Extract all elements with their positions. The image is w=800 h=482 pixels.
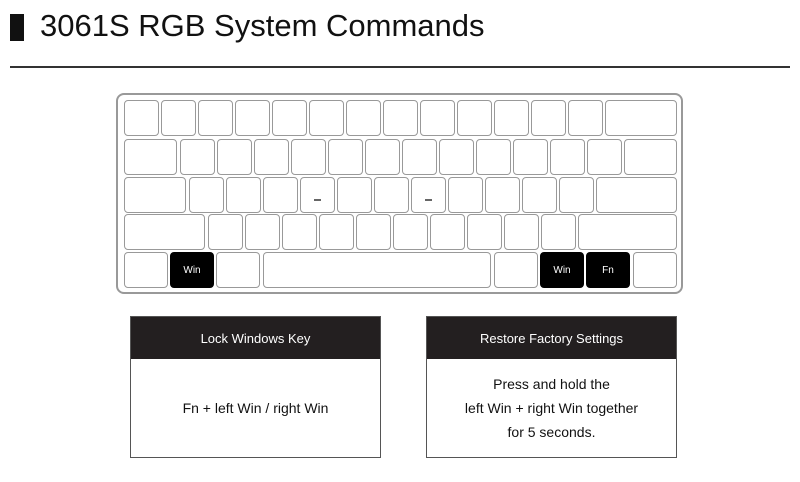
key <box>485 177 520 213</box>
key <box>319 214 354 250</box>
key <box>624 139 677 175</box>
divider <box>10 66 790 68</box>
key <box>430 214 465 250</box>
key <box>124 177 186 213</box>
key <box>402 139 437 175</box>
key <box>541 214 576 250</box>
key <box>272 100 307 136</box>
home-key <box>411 177 446 213</box>
right-win-key: Win <box>540 252 584 288</box>
key <box>633 252 677 288</box>
key <box>198 100 233 136</box>
key <box>346 100 381 136</box>
key <box>550 139 585 175</box>
keyboard-diagram <box>116 93 683 294</box>
key <box>448 177 483 213</box>
key <box>420 100 455 136</box>
key <box>522 177 557 213</box>
key <box>457 100 492 136</box>
card-text: left Win + right Win together <box>464 400 639 416</box>
key <box>467 214 502 250</box>
home-bump-icon <box>314 199 321 201</box>
lock-windows-key-card: Lock Windows Key Fn + left Win / right W… <box>130 316 381 458</box>
key <box>365 139 400 175</box>
key <box>282 214 317 250</box>
card-text: for 5 seconds. <box>507 424 596 440</box>
key <box>216 252 260 288</box>
key <box>328 139 363 175</box>
key <box>124 139 177 175</box>
card-text: Fn + left Win / right Win <box>182 400 329 416</box>
card-title: Restore Factory Settings <box>427 317 676 359</box>
card-text: Press and hold the <box>493 376 610 392</box>
key <box>504 214 539 250</box>
key <box>189 177 224 213</box>
key <box>161 100 196 136</box>
restore-factory-settings-card: Restore Factory Settings Press and hold … <box>426 316 677 458</box>
key <box>383 100 418 136</box>
key <box>124 214 205 250</box>
key <box>568 100 603 136</box>
fn-key: Fn <box>586 252 630 288</box>
key <box>374 177 409 213</box>
key <box>513 139 548 175</box>
key <box>124 252 168 288</box>
key <box>309 100 344 136</box>
key <box>180 139 215 175</box>
key <box>531 100 566 136</box>
key <box>254 139 289 175</box>
key <box>439 139 474 175</box>
home-key <box>300 177 335 213</box>
key <box>217 139 252 175</box>
key <box>559 177 594 213</box>
card-title: Lock Windows Key <box>131 317 380 359</box>
home-bump-icon <box>425 199 432 201</box>
key <box>596 177 677 213</box>
key <box>605 100 677 136</box>
title-marker <box>10 14 24 41</box>
key <box>337 177 372 213</box>
key <box>263 252 491 288</box>
key <box>263 177 298 213</box>
key <box>226 177 261 213</box>
key <box>291 139 326 175</box>
key <box>476 139 511 175</box>
key <box>356 214 391 250</box>
key <box>494 100 529 136</box>
key <box>494 252 538 288</box>
key <box>208 214 243 250</box>
key <box>578 214 677 250</box>
key <box>124 100 159 136</box>
key <box>245 214 280 250</box>
key <box>587 139 622 175</box>
key <box>393 214 428 250</box>
key <box>235 100 270 136</box>
left-win-key: Win <box>170 252 214 288</box>
page-title: 3061S RGB System Commands <box>40 8 485 43</box>
